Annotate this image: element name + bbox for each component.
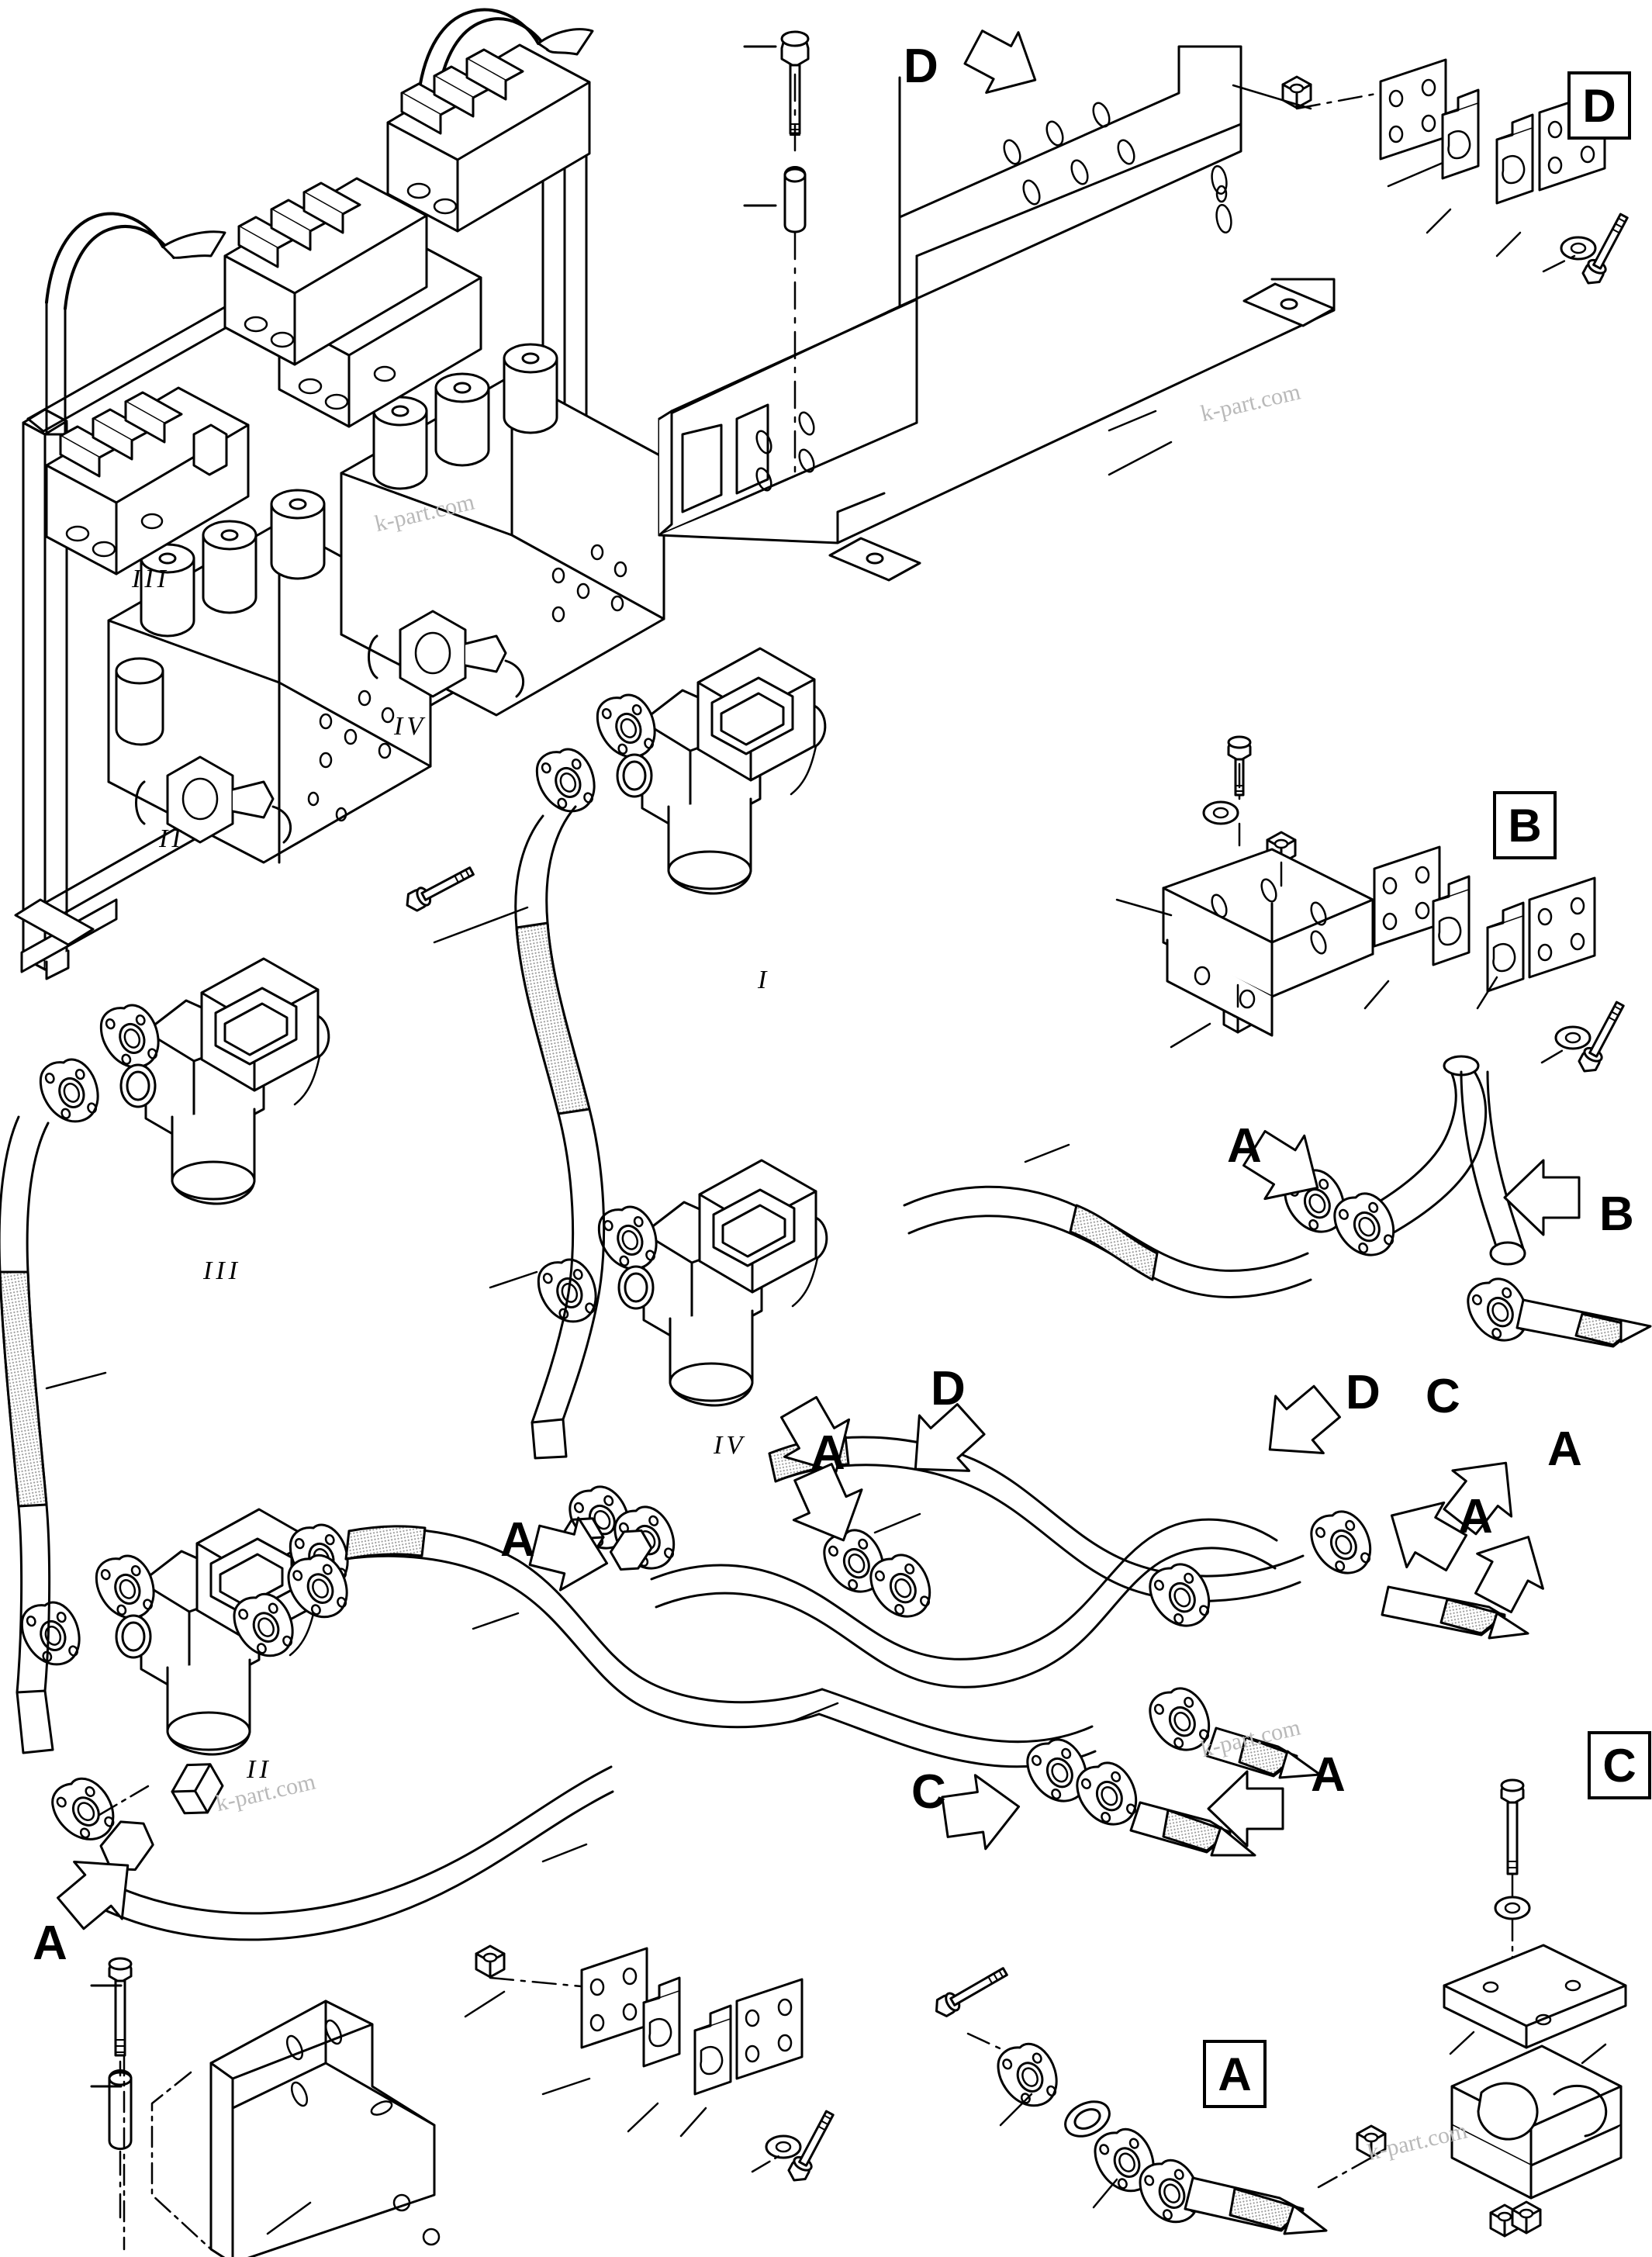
detail-callout-a-bottom: A xyxy=(1203,2040,1267,2108)
flange-detail-a xyxy=(935,1967,1520,2238)
clamp-detail-d xyxy=(1232,58,1629,285)
arrow-label-a-lower-right: A xyxy=(1311,1748,1346,1802)
pump-filter-iv xyxy=(530,1159,828,1407)
arrow-label-a-upper-right: A xyxy=(1227,1119,1262,1173)
valve-bank-frame-assembly xyxy=(14,8,665,980)
tank-support-beam-assembly xyxy=(658,30,1336,582)
arrow-label-a-mid: A xyxy=(810,1426,845,1480)
leader-lines xyxy=(45,1143,1070,1863)
roman-label-ii-manifold: II xyxy=(159,824,185,853)
arrow-label-a-lower-left: A xyxy=(33,1917,67,1970)
roman-label-iii-manifold: III xyxy=(132,565,170,593)
arrow-label-d-top: D xyxy=(904,40,938,93)
arrow-label-b-upper-right: B xyxy=(1599,1187,1634,1241)
roman-label-iv-filter: IV xyxy=(714,1431,747,1460)
clamp-detail-b xyxy=(1115,735,1625,1073)
arrow-label-c-mid-right: C xyxy=(1426,1370,1460,1423)
detail-callout-b-right: B xyxy=(1493,791,1557,859)
clamp-detail-c xyxy=(1443,1778,1627,2235)
roman-label-iii-filter: III xyxy=(203,1256,241,1285)
detail-callout-d-top-right: D xyxy=(1567,71,1631,140)
arrow-label-c-lower: C xyxy=(911,1765,946,1819)
arrow-label-d-mid-right: D xyxy=(1346,1366,1381,1419)
pump-filter-iii xyxy=(32,957,330,1205)
callout-arrows xyxy=(57,29,1581,1930)
roman-label-i-filter: I xyxy=(758,966,771,994)
pump-filter-i xyxy=(406,647,827,944)
arrow-label-a-right: A xyxy=(1458,1490,1493,1543)
pump-filter-ii xyxy=(13,1508,358,1756)
roman-label-iv-manifold: IV xyxy=(394,712,427,741)
detail-callout-c-bottom-right: C xyxy=(1588,1731,1651,1799)
arrow-label-a-mid-right: A xyxy=(1547,1422,1582,1476)
arrow-label-d-mid: D xyxy=(931,1362,966,1415)
bracket-detail-bottom-left xyxy=(90,1944,835,2257)
roman-label-ii-filter: II xyxy=(247,1755,272,1784)
arrow-label-a-left: A xyxy=(500,1513,535,1567)
